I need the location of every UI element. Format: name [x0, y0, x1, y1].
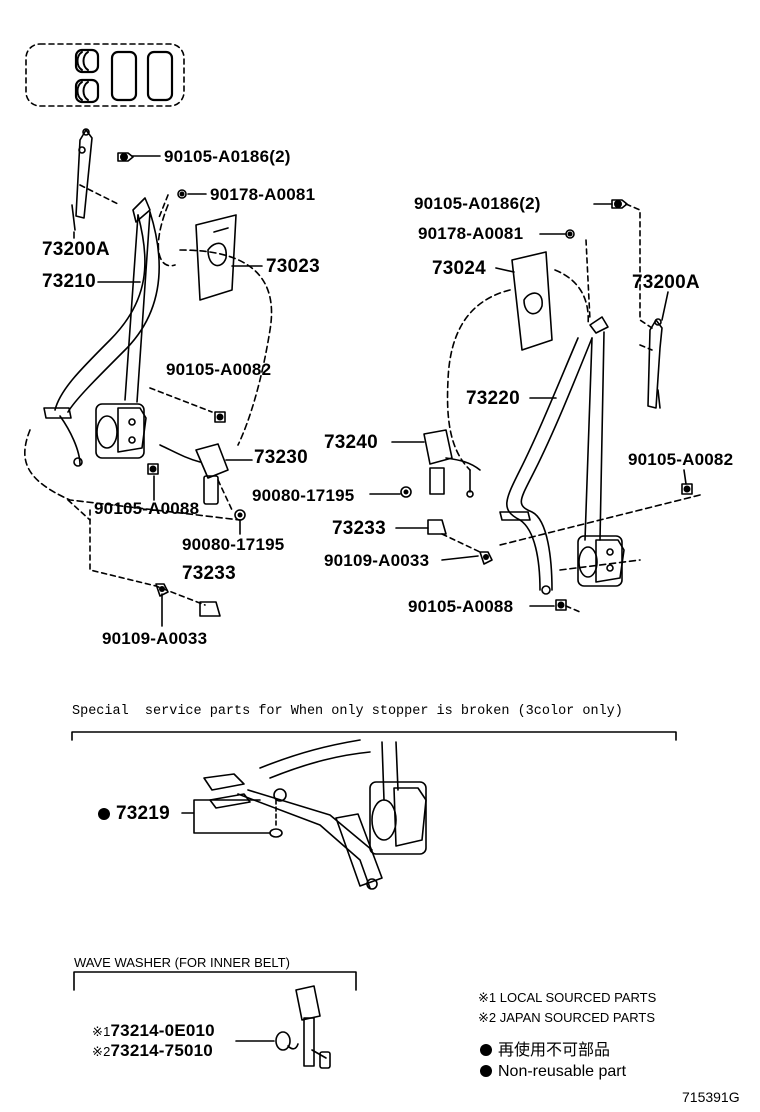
callout-r-bolt-mid[interactable]: 90105-A0082 — [628, 450, 734, 469]
callout-r-bolt-top[interactable]: 90105-A0186(2) — [414, 194, 541, 213]
callout-l-bolt-low[interactable]: 90105-A0088 — [94, 499, 200, 518]
note-local-sourced: ※1 LOCAL SOURCED PARTS — [478, 990, 657, 1005]
callout-l-nut-top[interactable]: 90178-A0081 — [210, 185, 316, 204]
callout-r-cover[interactable]: 73024 — [432, 258, 486, 279]
special-part-label[interactable]: 73219 — [98, 804, 170, 823]
note-japan-sourced: ※2 JAPAN SOURCED PARTS — [478, 1010, 656, 1025]
callout-r-stopper[interactable]: 73233 — [332, 518, 386, 539]
legend-non-reusable-en: Non-reusable part — [480, 1064, 626, 1080]
wave-washer-part-2[interactable]: ※273214-75010 — [92, 1042, 213, 1059]
callout-l-bolt-mid[interactable]: 90105-A0082 — [166, 360, 272, 379]
callout-l-adjuster[interactable]: 73200A — [42, 239, 110, 260]
callout-l-stopper[interactable]: 73233 — [182, 563, 236, 584]
callout-r-adjuster[interactable]: 73200A — [632, 272, 700, 293]
legend-dot-icon — [480, 1065, 492, 1077]
special-parts-detail — [71, 731, 677, 890]
callout-r-bolt-low[interactable]: 90105-A0088 — [408, 597, 514, 616]
callout-l-cover[interactable]: 73023 — [266, 256, 320, 277]
callout-l-buckle[interactable]: 73230 — [254, 447, 308, 468]
wave-washer-heading: WAVE WASHER (FOR INNER BELT) — [74, 955, 290, 970]
legend-dot-icon — [480, 1044, 492, 1056]
callout-l-belt[interactable]: 73210 — [42, 271, 96, 292]
callout-l-bolt-top[interactable]: 90105-A0186(2) — [164, 147, 291, 166]
callout-r-belt[interactable]: 73220 — [466, 388, 520, 409]
callout-r-clip[interactable]: 90080-17195 — [252, 486, 355, 505]
left-assembly — [24, 128, 273, 627]
legend-jp-text: 再使用不可部品 — [498, 1042, 611, 1059]
seat-layout-icon — [25, 43, 185, 107]
wave-part-1-number: 73214-0E010 — [110, 1021, 215, 1040]
mark-1: ※1 — [92, 1024, 111, 1039]
callout-r-screw[interactable]: 90109-A0033 — [324, 551, 430, 570]
legend-non-reusable-jp: 再使用不可部品 — [480, 1043, 610, 1059]
wave-washer-part-1[interactable]: ※173214-0E010 — [92, 1022, 215, 1039]
mark-2: ※2 — [92, 1044, 111, 1059]
callout-r-nut-top[interactable]: 90178-A0081 — [418, 224, 524, 243]
special-part-number: 73219 — [116, 803, 170, 824]
wave-part-2-number: 73214-75010 — [110, 1041, 213, 1060]
wave-washer-detail — [73, 971, 357, 1069]
callout-r-buckle[interactable]: 73240 — [324, 432, 378, 453]
legend-en-text: Non-reusable part — [498, 1063, 627, 1080]
callout-l-screw[interactable]: 90109-A0033 — [102, 629, 208, 648]
callout-l-clip[interactable]: 90080-17195 — [182, 535, 285, 554]
special-parts-heading: Special service parts for When only stop… — [72, 704, 623, 719]
right-assembly — [369, 199, 701, 613]
non-reusable-dot-icon — [98, 808, 110, 820]
diagram-id: 715391G — [682, 1089, 740, 1105]
